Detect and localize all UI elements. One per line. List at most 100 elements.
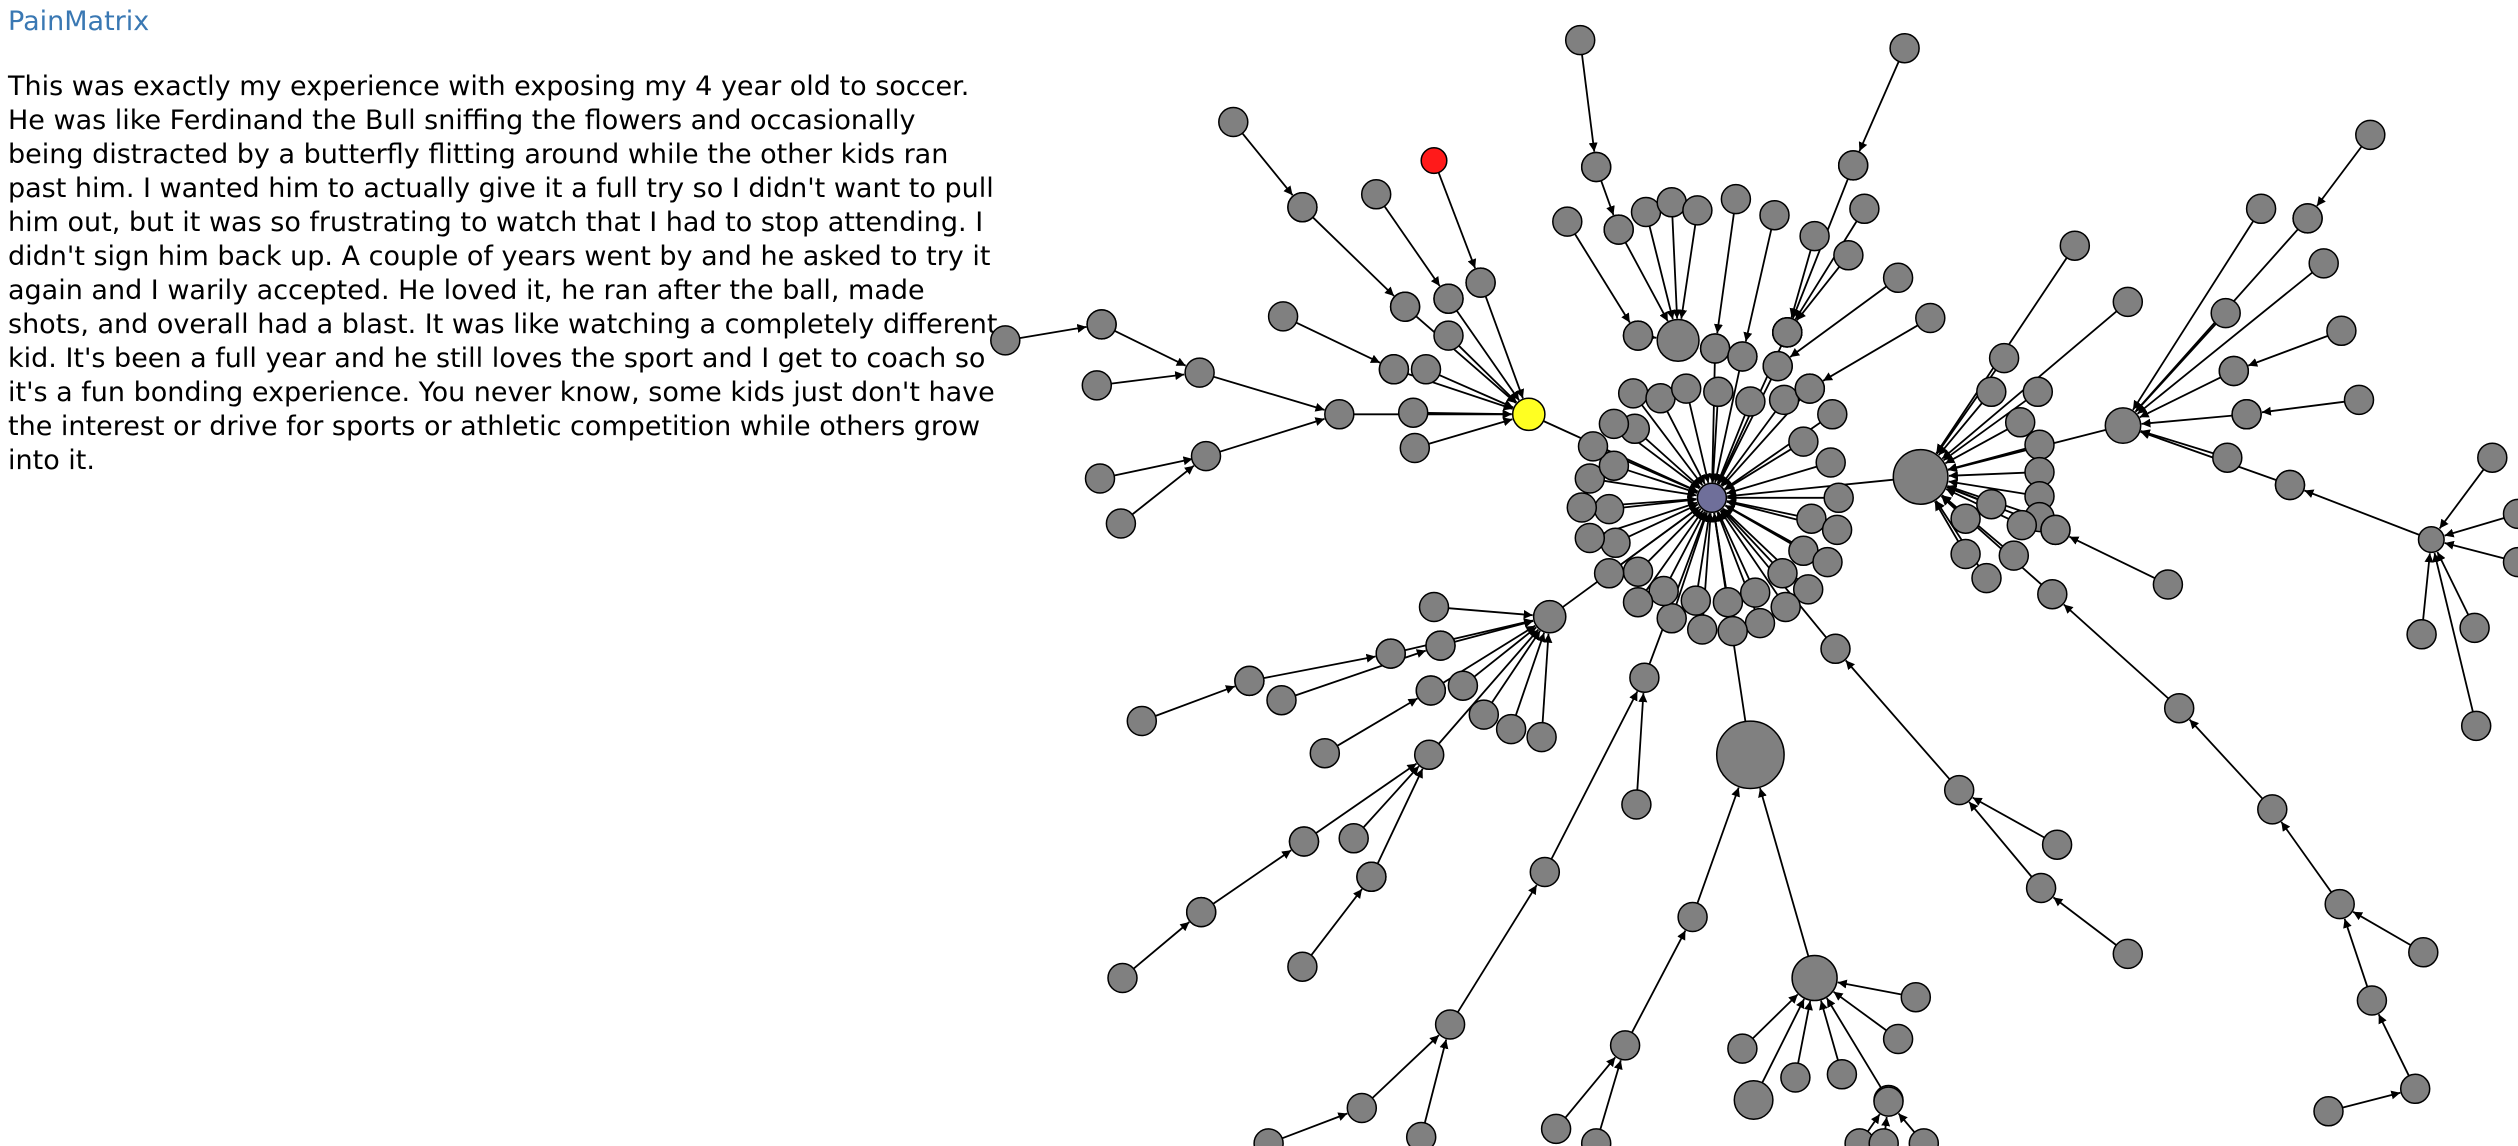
- graph-node[interactable]: [1677, 901, 1708, 933]
- graph-node[interactable]: [2022, 376, 2054, 408]
- graph-node[interactable]: [1495, 713, 1527, 745]
- graph-node[interactable]: [1823, 482, 1854, 514]
- graph-node[interactable]: [1770, 591, 1801, 623]
- graph-node[interactable]: [2313, 1096, 2344, 1127]
- graph-node[interactable]: [1988, 342, 2020, 374]
- graph-node[interactable]: [1566, 492, 1598, 523]
- graph-node[interactable]: [1081, 370, 1113, 401]
- graph-node[interactable]: [2343, 384, 2375, 416]
- graph-node[interactable]: [1346, 1092, 1378, 1124]
- graph-node[interactable]: [1622, 320, 1654, 351]
- graph-node[interactable]: [1976, 488, 2007, 520]
- graph-node[interactable]: [1686, 614, 1718, 645]
- graph-node[interactable]: [2004, 407, 2036, 438]
- graph-node[interactable]: [1184, 357, 1215, 388]
- graph-node[interactable]: [1105, 508, 1137, 539]
- graph-node[interactable]: [1882, 262, 1914, 294]
- graph-node[interactable]: [2292, 203, 2323, 234]
- graph-node[interactable]: [1780, 1062, 1811, 1093]
- graph-node[interactable]: [1799, 220, 1830, 252]
- graph-node[interactable]: [1190, 440, 1222, 472]
- graph-node[interactable]: [2112, 286, 2144, 318]
- graph-node[interactable]: [1324, 399, 1355, 430]
- graph-node[interactable]: [1617, 378, 1649, 409]
- graph-node-flagged[interactable]: [1420, 147, 1448, 175]
- graph-node[interactable]: [1826, 1059, 1858, 1090]
- graph-node[interactable]: [1288, 826, 1320, 857]
- graph-node[interactable]: [1998, 540, 2030, 571]
- graph-node[interactable]: [1413, 739, 1445, 771]
- graph-node[interactable]: [1788, 426, 1819, 457]
- graph-node[interactable]: [1759, 199, 1790, 231]
- graph-node[interactable]: [1468, 699, 1500, 730]
- graph-node[interactable]: [1598, 450, 1630, 481]
- graph-node[interactable]: [2326, 315, 2357, 347]
- graph-node[interactable]: [1712, 586, 1744, 618]
- graph-node[interactable]: [1812, 546, 1843, 578]
- graph-node[interactable]: [1971, 562, 2002, 594]
- graph-node[interactable]: [1603, 214, 1634, 245]
- graph-node[interactable]: [1717, 615, 1748, 647]
- graph-node[interactable]: [1410, 354, 1442, 385]
- graph-node[interactable]: [1699, 333, 1731, 364]
- graph-node[interactable]: [1739, 577, 1771, 608]
- graph-node[interactable]: [2104, 407, 2142, 445]
- graph-node[interactable]: [2041, 829, 2073, 860]
- graph-node[interactable]: [2006, 509, 2038, 541]
- graph-node[interactable]: [1378, 354, 1410, 385]
- graph-node[interactable]: [1397, 397, 1429, 428]
- graph-node[interactable]: [2356, 985, 2388, 1016]
- graph-node[interactable]: [1433, 283, 1464, 314]
- graph-node[interactable]: [1389, 291, 1421, 322]
- graph-node[interactable]: [2399, 1073, 2431, 1105]
- graph-node[interactable]: [1950, 503, 1981, 534]
- graph-node[interactable]: [1943, 774, 1975, 806]
- graph-node[interactable]: [1733, 1079, 1774, 1121]
- graph-node[interactable]: [1645, 383, 1676, 414]
- graph-node-root[interactable]: [1696, 482, 1728, 514]
- graph-node[interactable]: [1900, 981, 1932, 1013]
- graph-node[interactable]: [1600, 527, 1631, 559]
- graph-node[interactable]: [1287, 191, 1318, 223]
- graph-node[interactable]: [2406, 619, 2437, 650]
- graph-node[interactable]: [1817, 399, 1848, 430]
- graph-node[interactable]: [1680, 585, 1712, 616]
- graph-node[interactable]: [2417, 526, 2445, 554]
- graph-node[interactable]: [2212, 442, 2243, 473]
- graph-node[interactable]: [1447, 670, 1479, 701]
- graph-node[interactable]: [1849, 193, 1880, 225]
- graph-node[interactable]: [1580, 151, 1612, 183]
- graph-node[interactable]: [2274, 469, 2306, 501]
- graph-node[interactable]: [1882, 1023, 1914, 1055]
- graph-node[interactable]: [1630, 196, 1662, 228]
- graph-node[interactable]: [2152, 569, 2184, 600]
- graph-node[interactable]: [1820, 633, 1851, 665]
- graph-node[interactable]: [1622, 586, 1654, 618]
- graph-node[interactable]: [1405, 1121, 1437, 1146]
- graph-node[interactable]: [1833, 240, 1864, 271]
- graph-node[interactable]: [1815, 447, 1846, 478]
- graph-node[interactable]: [1768, 384, 1800, 416]
- graph-node[interactable]: [1465, 267, 1496, 298]
- graph-node[interactable]: [1772, 317, 1803, 348]
- graph-node[interactable]: [1621, 789, 1652, 820]
- graph-node[interactable]: [1267, 301, 1299, 332]
- graph-node[interactable]: [1309, 737, 1341, 769]
- graph-node[interactable]: [2210, 297, 2241, 329]
- graph-node[interactable]: [1593, 493, 1625, 525]
- graph-node[interactable]: [1415, 675, 1447, 706]
- graph-node[interactable]: [2040, 514, 2071, 546]
- graph-node[interactable]: [1253, 1128, 1284, 1146]
- graph-node[interactable]: [2112, 938, 2144, 970]
- graph-node[interactable]: [1629, 662, 1660, 693]
- site-link[interactable]: PainMatrix: [8, 6, 150, 37]
- graph-node[interactable]: [1796, 503, 1827, 534]
- graph-node[interactable]: [1107, 962, 1138, 994]
- graph-node[interactable]: [2059, 230, 2091, 261]
- graph-node[interactable]: [1574, 522, 1606, 554]
- graph-node[interactable]: [1868, 1128, 1899, 1146]
- graph-node[interactable]: [1185, 896, 1217, 928]
- graph-node[interactable]: [1622, 556, 1654, 587]
- graph-node[interactable]: [1529, 856, 1561, 888]
